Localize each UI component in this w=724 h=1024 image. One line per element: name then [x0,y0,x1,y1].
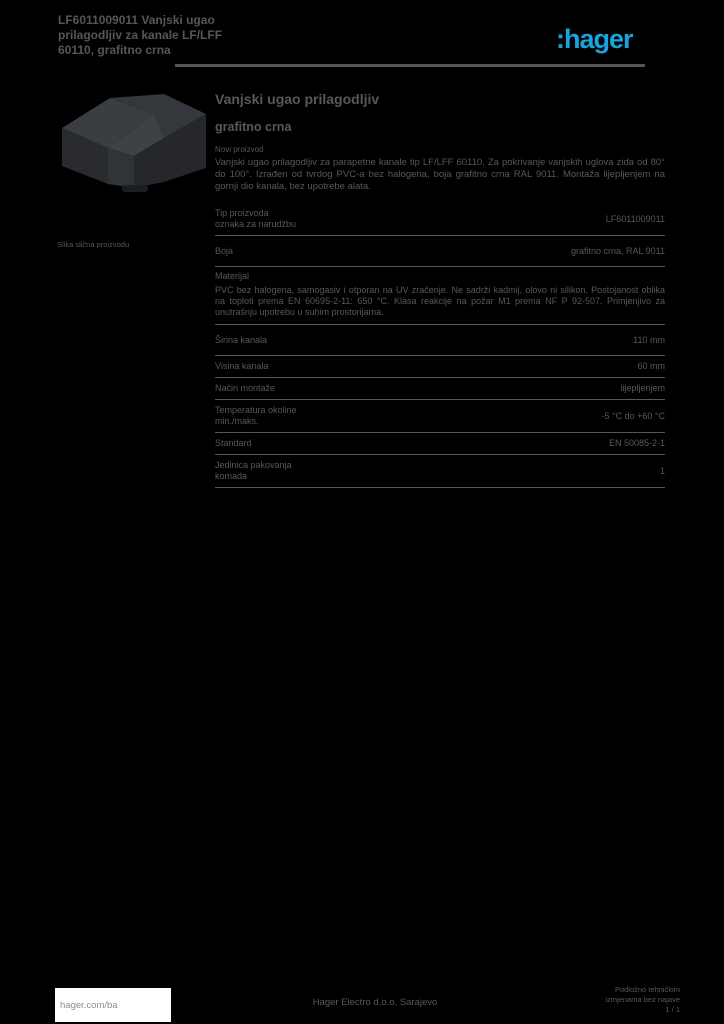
spec-value: grafitno crna, RAL 9011 [570,245,665,256]
spec-row-color: Boja grafitno crna, RAL 9011 [215,236,665,267]
spec-label: Tip proizvoda oznaka za narudžbu [215,208,296,230]
footer-note-line1: Podložno tehničkim [614,985,680,994]
spec-value: lijepljenjem [620,383,665,393]
spec-row-mounting: Način montaže lijepljenjem [215,378,665,400]
footer-company-text: Hager Electro d.o.o. Sarajevo [312,997,438,1008]
product-subtitle: grafitno crna [215,120,292,134]
spec-label: Način montaže [215,383,276,393]
header-title-line2: prilagodljiv za kanale LF/LFF [58,28,223,42]
footer-note-line2: izmjenama bez najave [605,995,680,1004]
spec-label: Temperatura okoline min./maks. [215,405,297,427]
spec-value: 110 mm [633,334,665,345]
hager-logo: :hager [556,24,634,54]
spec-value: 60 mm [637,361,665,371]
spec-value: LF6011009011 [605,213,665,224]
spec-label: Materijal [215,271,250,281]
new-product-label: Novi proizvod [215,145,264,154]
spec-label-line2: min./maks. [215,416,259,426]
product-title: Vanjski ugao prilagodljiv [215,91,380,107]
product-description: Vanjski ugao prilagodljiv za parapetne k… [215,157,665,192]
spec-row-product-type: Tip proizvoda oznaka za narudžbu LF60110… [215,203,665,236]
corner-left-top-face [62,98,154,148]
spec-row-packaging: Jedinica pakovanja komada 1 [215,455,665,488]
main-content: Vanjski ugao prilagodljiv grafitno crna … [215,90,665,488]
header-product-title: LF6011009011 Vanjski ugao prilagodljiv z… [58,13,253,58]
spec-label: Visina kanala [215,361,269,371]
spec-row-height: Visina kanala 60 mm [215,356,665,378]
spec-label: Širina kanala [215,334,268,345]
spec-label-line2: oznaka za narudžbu [215,219,297,229]
spec-material-note: PVC bez halogena, samogasiv i otporan na… [215,285,665,317]
spec-label-line1: Jedinica pakovanja [215,460,292,470]
spec-table: Tip proizvoda oznaka za narudžbu LF60110… [215,203,665,488]
spec-label: Standard [215,438,252,448]
spec-label-line1: Temperatura okoline [215,405,297,415]
corner-right-front-face [134,114,206,188]
spec-label-line2: komada [215,471,248,481]
corner-apex-highlight [108,114,164,156]
product-image-exterior-corner [62,94,206,192]
header-title-line3: 60110, grafitno crna [58,43,171,57]
footer-page-number: 1 / 1 [665,1005,680,1014]
spec-row-standard: Standard EN 50085-2-1 [215,433,665,455]
corner-apex-face [108,148,134,188]
header-title-line1: LF6011009011 Vanjski ugao [58,13,215,27]
spec-label: Boja [215,245,234,256]
corner-foot [122,185,148,192]
spec-row-temperature: Temperatura okoline min./maks. -5 °C do … [215,400,665,433]
product-image-caption: Slika slična proizvodu [57,240,130,249]
footer-page-info: Podložno tehničkim izmjenama bez najave … [545,985,680,1015]
spec-value: EN 50085-2-1 [608,438,665,448]
spec-label-line1: Tip proizvoda [215,208,269,218]
footer-link-box: hager.com/ba [55,988,171,1022]
footer-site-link[interactable]: hager.com/ba [60,999,118,1011]
spec-value: 1 [659,465,665,476]
spec-row-width: Širina kanala 110 mm [215,325,665,356]
spec-label: Jedinica pakovanja komada [215,460,292,482]
spec-value: -5 °C do +60 °C [601,410,665,421]
corner-right-top-face [110,94,206,138]
corner-left-front-face [62,128,108,184]
header-divider [175,64,645,67]
spec-row-material: Materijal PVC bez halogena, samogasiv i … [215,267,665,325]
